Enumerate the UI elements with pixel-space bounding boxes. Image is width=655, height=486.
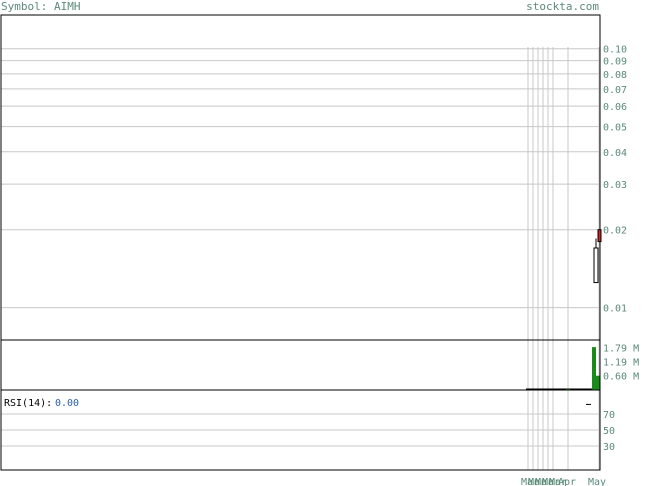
volume-tick-label: 0.60 M: [603, 372, 639, 383]
x-tick-label: Apr: [558, 477, 576, 486]
x-tick-label: May: [588, 477, 606, 486]
price-tick-label: 0.03: [603, 180, 627, 191]
rsi-tick-label: 70: [603, 410, 615, 421]
price-tick-label: 0.08: [603, 70, 627, 81]
x-tick-label: Mar: [535, 477, 553, 486]
x-tick-label: Mar: [542, 477, 560, 486]
volume-panel: 1.79 M 1.19 M 0.60 M: [0, 339, 639, 391]
symbol-label: Symbol: AIMH: [1, 0, 81, 13]
rsi-label: RSI(14):: [4, 398, 52, 409]
site-brand-label: stockta.com: [526, 0, 599, 13]
price-tick-label: 0.10: [603, 45, 627, 56]
price-frame: [0, 14, 601, 341]
price-candle: [597, 229, 602, 243]
x-tick-label: Mar: [549, 477, 567, 486]
price-tick-label: 0.04: [603, 148, 627, 159]
rsi-tick-label: 50: [603, 426, 615, 437]
rsi-tick-label: 30: [603, 442, 615, 453]
price-tick-label: 0.05: [603, 123, 627, 134]
price-tick-label: 0.02: [603, 226, 627, 237]
price-candle: [593, 247, 599, 284]
volume-bar: [596, 375, 600, 390]
x-tick-label: Mar: [521, 477, 539, 486]
volume-bar: [592, 347, 596, 390]
volume-tick-label: 1.19 M: [603, 358, 639, 369]
price-tick-label: 0.06: [603, 102, 627, 113]
price-panel: 0.100.09 0.08 0.07 0.06 0.05 0.04 0.03 0.02 0.01: [0, 14, 627, 341]
volume-frame: [0, 339, 601, 391]
rsi-panel: 70 50 30 RSI(14):0.00: [0, 389, 615, 471]
x-tick-label: Mar: [528, 477, 546, 486]
price-tick-label: 0.07: [603, 85, 627, 96]
volume-tick-label: 1.79 M: [603, 343, 639, 354]
rsi-value: 0.00: [55, 398, 79, 409]
price-tick-label: 0.01: [603, 304, 627, 315]
rsi-frame: [0, 389, 601, 471]
price-tick-label: 0.09: [603, 57, 627, 68]
